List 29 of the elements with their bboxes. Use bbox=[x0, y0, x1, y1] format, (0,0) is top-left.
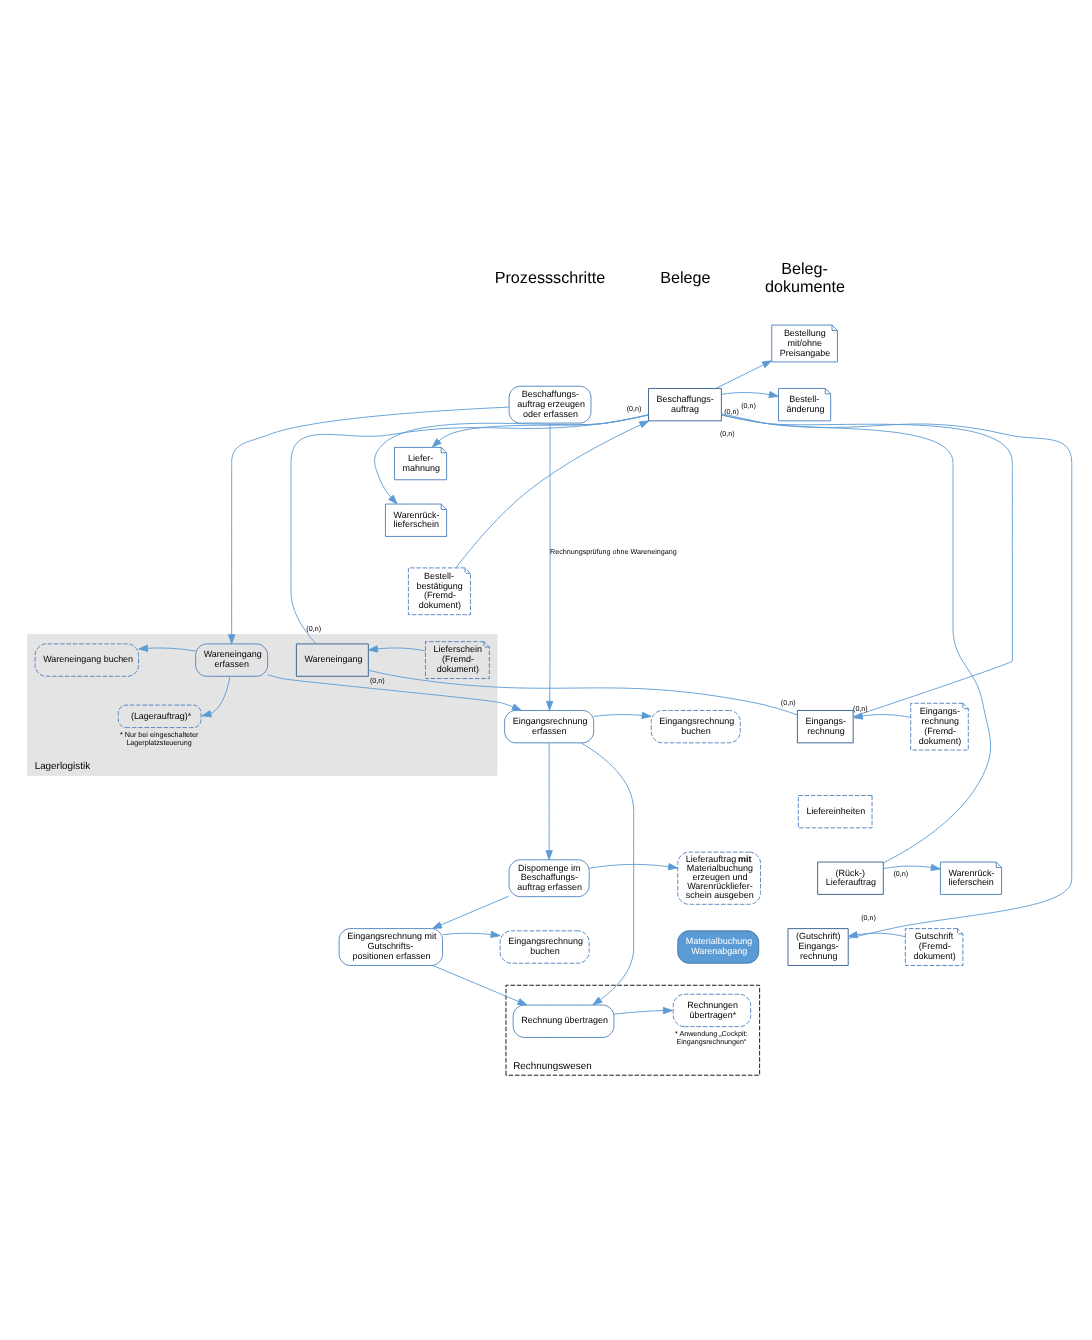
arrow bbox=[374, 414, 649, 505]
arrow bbox=[588, 863, 678, 871]
arrow bbox=[715, 360, 773, 389]
arrow bbox=[432, 965, 528, 1006]
arrow bbox=[267, 674, 522, 711]
connector bbox=[721, 413, 992, 864]
arrow bbox=[138, 644, 197, 652]
label: Beleg- dokumente bbox=[765, 260, 845, 297]
arrow bbox=[442, 930, 501, 939]
connector bbox=[721, 414, 1073, 939]
connector bbox=[290, 414, 649, 645]
arrow bbox=[201, 676, 231, 718]
arrow bbox=[613, 1006, 673, 1015]
label: Belege bbox=[660, 269, 711, 288]
arrow bbox=[546, 422, 554, 711]
arrow bbox=[368, 645, 426, 653]
arrow bbox=[852, 712, 912, 720]
arrow bbox=[432, 895, 510, 929]
arrow bbox=[545, 742, 553, 861]
connector bbox=[367, 669, 798, 716]
label: Prozessschritte bbox=[494, 269, 606, 288]
arrow bbox=[431, 414, 649, 448]
arrow bbox=[882, 863, 941, 872]
arrow bbox=[593, 711, 652, 719]
arrow bbox=[847, 931, 906, 939]
arrow bbox=[580, 742, 635, 1006]
arrow bbox=[228, 406, 510, 645]
arrow bbox=[720, 391, 779, 399]
arrow bbox=[455, 420, 650, 568]
